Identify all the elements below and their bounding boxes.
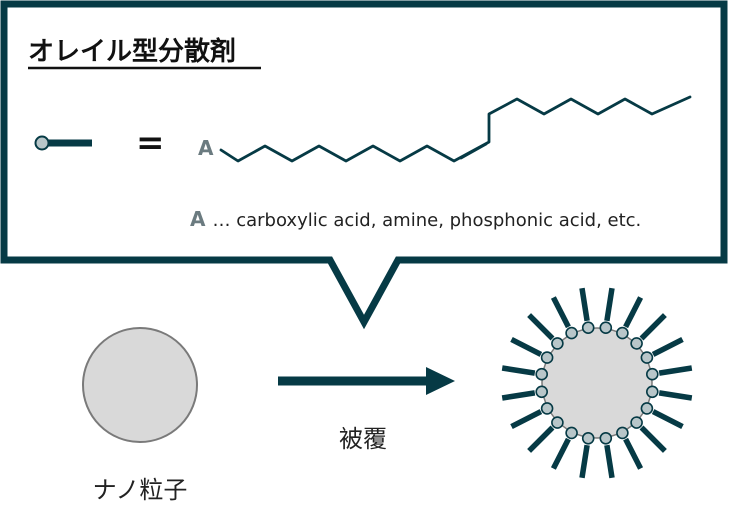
nanoparticle-label: ナノ粒子 bbox=[93, 476, 188, 504]
ligand-head bbox=[645, 385, 659, 399]
coated-particle-core bbox=[541, 327, 653, 439]
ligand-head bbox=[551, 416, 564, 429]
ligand-head bbox=[645, 367, 659, 381]
process-label: 被覆 bbox=[339, 425, 387, 453]
ligand-tail bbox=[639, 313, 667, 341]
ligand-tail bbox=[604, 444, 615, 479]
coated-nanoparticle bbox=[501, 287, 693, 479]
ligand-head bbox=[551, 337, 564, 350]
ligand-head bbox=[535, 367, 549, 381]
equals-sign: = bbox=[136, 123, 165, 163]
ligand-tail bbox=[501, 365, 536, 376]
ligand-head bbox=[540, 351, 554, 364]
coating-arrow bbox=[278, 367, 455, 395]
ligand-head bbox=[640, 351, 654, 364]
ligand-tail bbox=[604, 287, 615, 322]
callout-balloon bbox=[0, 0, 728, 330]
ligand-head bbox=[535, 385, 549, 399]
ligand-head bbox=[599, 431, 613, 445]
ligand-head bbox=[581, 431, 595, 445]
dispersant-symbol bbox=[34, 135, 92, 151]
ligand-tail bbox=[510, 409, 543, 430]
head-group-letter: A bbox=[198, 136, 214, 160]
legend-line: A … carboxylic acid, amine, phosphonic ac… bbox=[190, 207, 641, 231]
ligand-tails bbox=[501, 287, 693, 479]
ligand-tail bbox=[658, 390, 693, 401]
ligand-head bbox=[565, 426, 578, 440]
ligand-head bbox=[616, 426, 629, 440]
ligand-head bbox=[640, 402, 654, 415]
ligand-head bbox=[616, 326, 629, 340]
ligand-tail bbox=[501, 390, 536, 401]
ligand-tail bbox=[550, 437, 571, 470]
ligand-head bbox=[630, 416, 643, 429]
ligand-tail bbox=[510, 336, 543, 357]
ligand-head bbox=[540, 402, 554, 415]
legend-text: … carboxylic acid, amine, phosphonic aci… bbox=[212, 210, 641, 231]
ligand-head bbox=[599, 321, 613, 335]
ligand-tail bbox=[651, 336, 684, 357]
oleyl-chain-structure bbox=[219, 95, 692, 163]
ligand-tail bbox=[527, 425, 555, 453]
ligand-tail bbox=[579, 287, 590, 322]
ligand-tail bbox=[658, 365, 693, 376]
ligand-tail bbox=[579, 444, 590, 479]
ligand-heads bbox=[535, 321, 659, 445]
ligand-head bbox=[581, 321, 595, 335]
ligand-tail bbox=[550, 296, 571, 329]
cis-double-bond bbox=[459, 142, 488, 160]
ligand-tail bbox=[651, 409, 684, 430]
legend-letter: A bbox=[190, 207, 206, 231]
ligand-tail bbox=[639, 425, 667, 453]
page-title: オレイル型分散剤 bbox=[28, 36, 236, 67]
bare-nanoparticle bbox=[82, 327, 198, 443]
ligand-tail bbox=[623, 296, 644, 329]
ligand-tail bbox=[527, 313, 555, 341]
ligand-head bbox=[565, 326, 578, 340]
ligand-tail bbox=[623, 437, 644, 470]
ligand-head bbox=[630, 337, 643, 350]
